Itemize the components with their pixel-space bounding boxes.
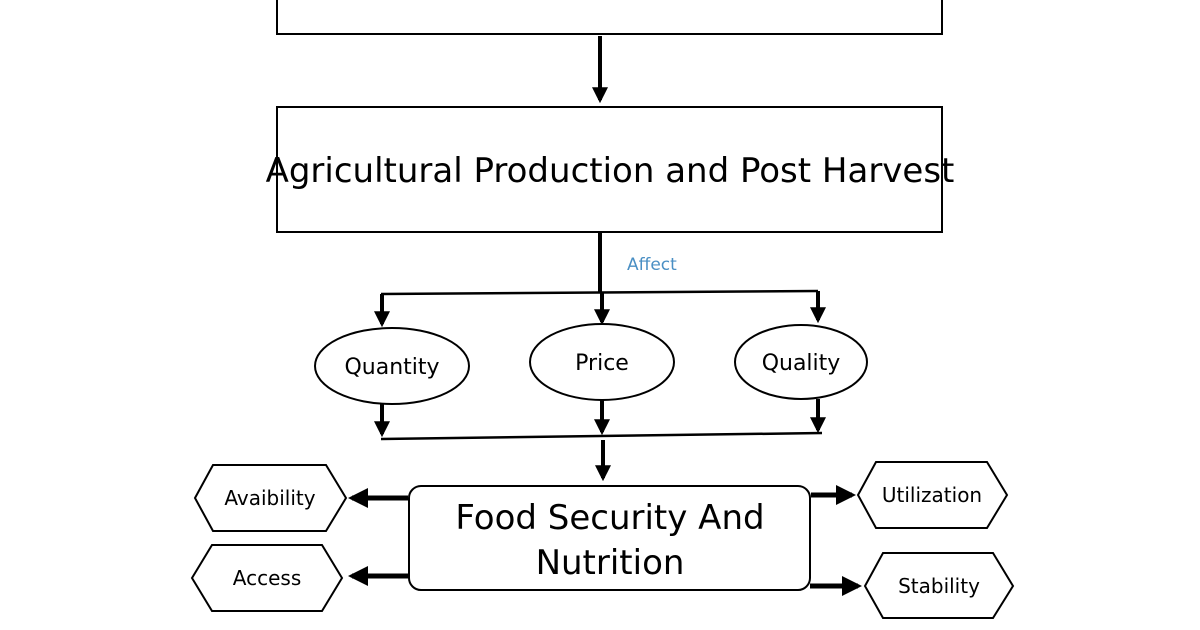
outcome-utilization-hexagon xyxy=(856,461,1009,529)
bottom-merge-bar xyxy=(380,431,823,441)
top-splitter-bar xyxy=(380,289,819,296)
factor-quality-ellipse xyxy=(734,324,868,400)
factor-quality-label: Quality xyxy=(762,351,841,376)
outcome-stability-label: Stability xyxy=(898,574,980,598)
production-box-label: Agricultural Production and Post Harvest xyxy=(266,151,955,191)
outcome-access-hexagon xyxy=(190,544,344,612)
outcome-avaibility-label: Avaibility xyxy=(224,486,315,510)
production-box xyxy=(276,106,943,233)
outcome-utilization-label: Utilization xyxy=(882,483,982,507)
top-box xyxy=(276,0,943,35)
outcome-stability-hexagon xyxy=(863,552,1015,619)
food-security-box xyxy=(408,485,811,591)
factor-quantity-ellipse xyxy=(314,327,470,405)
factor-price-label: Price xyxy=(575,351,629,376)
outcome-avaibility-hexagon xyxy=(193,464,348,532)
food-security-line1: Food Security And xyxy=(455,498,764,538)
food-security-line2: Nutrition xyxy=(536,543,685,583)
outcome-access-label: Access xyxy=(233,566,301,590)
affect-label: Affect xyxy=(627,255,677,275)
factor-quantity-label: Quantity xyxy=(344,355,439,380)
